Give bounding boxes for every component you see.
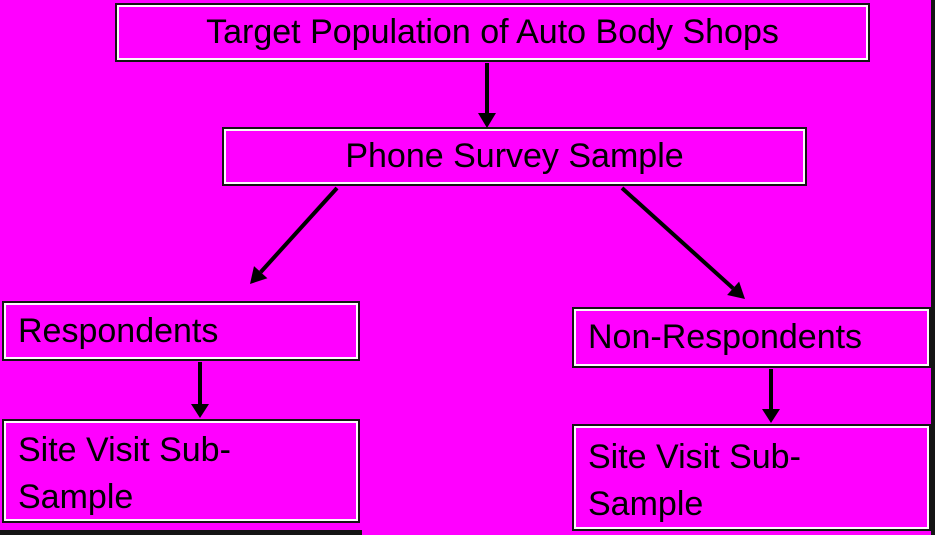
arrow-phone-to-non-respondents (620, 186, 745, 299)
node-site-visit-subsample-respondents: Site Visit Sub-Sample (2, 419, 360, 523)
node-respondents-label: Respondents (18, 311, 219, 350)
node-target-population: Target Population of Auto Body Shops (115, 3, 870, 62)
node-non-respondents: Non-Respondents (572, 307, 931, 368)
node-site-visit-subsample-non-respondents-label: Site Visit Sub-Sample (588, 438, 801, 523)
node-site-visit-subsample-non-respondents: Site Visit Sub-Sample (572, 424, 931, 531)
slide-right-edge (931, 0, 935, 535)
node-target-population-label: Target Population of Auto Body Shops (206, 13, 779, 52)
slide-bottom-edge (0, 530, 362, 535)
node-phone-survey-sample-label: Phone Survey Sample (345, 137, 684, 176)
arrow-non-respondents-to-site-visit (762, 369, 780, 423)
arrow-respondents-to-site-visit (191, 362, 209, 418)
node-phone-survey-sample: Phone Survey Sample (222, 127, 807, 186)
node-respondents: Respondents (2, 301, 360, 361)
node-site-visit-subsample-respondents-label: Site Visit Sub-Sample (18, 431, 231, 516)
arrow-target-to-phone (478, 63, 496, 128)
arrow-phone-to-respondents (250, 186, 339, 284)
node-non-respondents-label: Non-Respondents (588, 318, 863, 357)
